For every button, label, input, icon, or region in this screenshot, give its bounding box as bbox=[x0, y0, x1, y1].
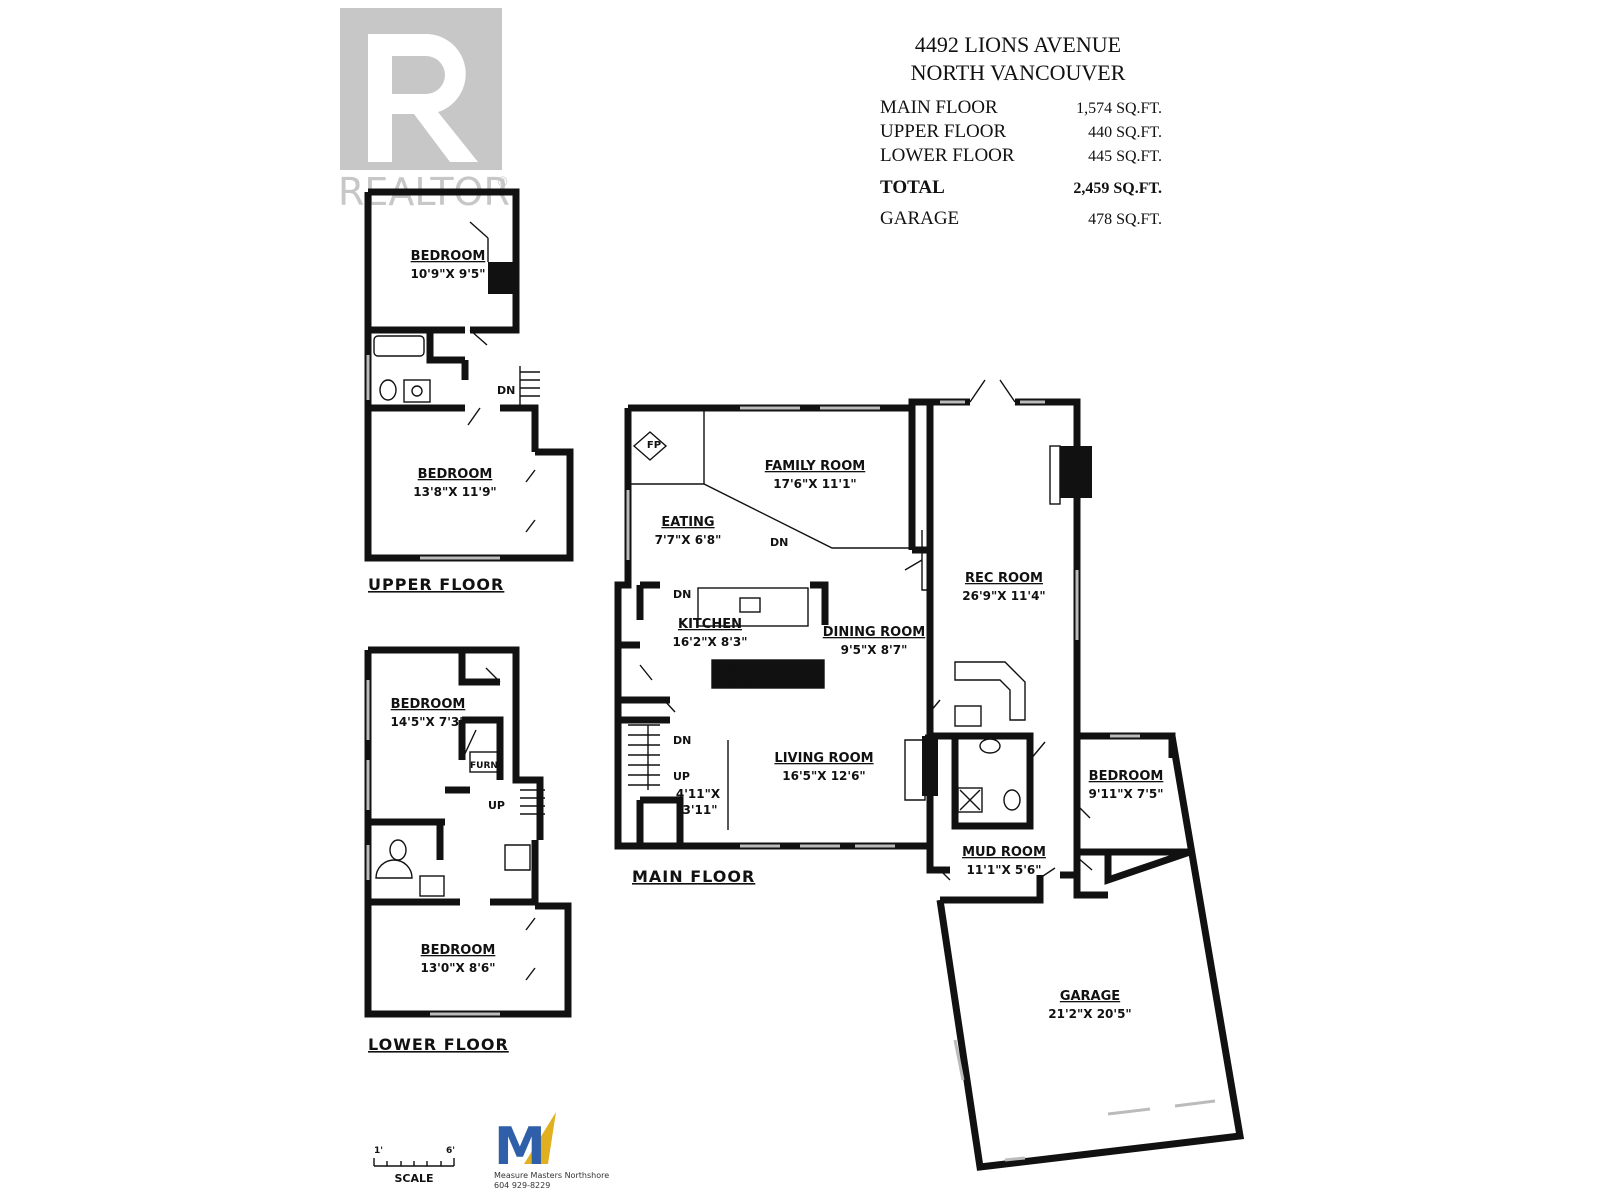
area-label: LOWER FLOOR bbox=[880, 145, 1015, 166]
room-name: FAMILY ROOM bbox=[765, 459, 865, 474]
room-dimensions: 17'6"X 11'1" bbox=[773, 477, 856, 491]
room-name: BEDROOM bbox=[421, 943, 496, 958]
room-name: GARAGE bbox=[1060, 989, 1120, 1004]
main-floor-plan bbox=[614, 379, 1245, 1171]
svg-text:6': 6' bbox=[446, 1146, 455, 1156]
room-name: DINING ROOM bbox=[823, 625, 925, 640]
area-label: UPPER FLOOR bbox=[880, 121, 1006, 142]
area-value: 440 SQ.FT. bbox=[1088, 124, 1162, 141]
area-value: 1,574 SQ.FT. bbox=[1076, 100, 1162, 117]
svg-text:1': 1' bbox=[374, 1146, 383, 1156]
room-dimensions: 13'8"X 11'9" bbox=[413, 485, 496, 499]
room-name: BEDROOM bbox=[1089, 769, 1164, 784]
fireplace-label: FP bbox=[647, 440, 661, 451]
room-name: BEDROOM bbox=[418, 467, 493, 482]
room-dimensions: 14'5"X 7'3" bbox=[390, 715, 465, 729]
company-phone: 604 929-8229 bbox=[494, 1181, 550, 1190]
stair-up-label: UP bbox=[673, 770, 690, 783]
room-dimensions: 16'2"X 8'3" bbox=[672, 635, 747, 649]
furnace-label: FURN bbox=[470, 761, 498, 771]
lower-floor-title: LOWER FLOOR bbox=[368, 1035, 509, 1054]
total-value: 2,459 SQ.FT. bbox=[1073, 180, 1162, 197]
company-mark: M bbox=[494, 1117, 546, 1177]
room-dimensions: 11'1"X 5'6" bbox=[966, 863, 1041, 877]
stair-down-label: DN bbox=[673, 734, 691, 747]
room-dimensions: 9'11"X 7'5" bbox=[1088, 787, 1163, 801]
room-dimensions: 16'5"X 12'6" bbox=[782, 769, 865, 783]
upper-floor-plan bbox=[364, 188, 574, 562]
main-floor-title: MAIN FLOOR bbox=[632, 867, 755, 886]
room-name: BEDROOM bbox=[391, 697, 466, 712]
room-name: LIVING ROOM bbox=[774, 751, 873, 766]
room-name: REC ROOM bbox=[965, 571, 1043, 586]
stair-up-label: UP bbox=[488, 799, 505, 812]
measure-masters-logo: M Measure Masters Northshore 604 929-822… bbox=[494, 1112, 609, 1190]
room-dimensions: 7'7"X 6'8" bbox=[655, 533, 722, 547]
area-label: MAIN FLOOR bbox=[880, 97, 998, 118]
lower-floor-plan bbox=[364, 646, 572, 1018]
area-label: GARAGE bbox=[880, 208, 959, 229]
room-name: EATING bbox=[661, 515, 714, 530]
stair-down-label: DN bbox=[497, 384, 515, 397]
property-header: 4492 LIONS AVENUE NORTH VANCOUVER MAIN F… bbox=[880, 32, 1162, 229]
area-value: 445 SQ.FT. bbox=[1088, 148, 1162, 165]
room-dimensions: 13'0"X 8'6" bbox=[420, 961, 495, 975]
room-dimensions: 10'9"X 9'5" bbox=[410, 267, 485, 281]
realtor-logo: REALTOR ® bbox=[338, 8, 510, 214]
scale-bar: 1' 6' SCALE bbox=[373, 1146, 455, 1185]
room-name: MUD ROOM bbox=[962, 845, 1046, 860]
closet-dimensions: 4'11"X bbox=[676, 787, 721, 801]
stair-down-label: DN bbox=[673, 588, 691, 601]
scale-label: SCALE bbox=[394, 1172, 433, 1185]
address-line-1: 4492 LIONS AVENUE bbox=[915, 32, 1121, 57]
total-label: TOTAL bbox=[880, 177, 945, 198]
stair-down-label: DN bbox=[770, 536, 788, 549]
room-dimensions: 21'2"X 20'5" bbox=[1048, 1007, 1131, 1021]
company-name: Measure Masters Northshore bbox=[494, 1171, 609, 1180]
upper-floor-title: UPPER FLOOR bbox=[368, 575, 504, 594]
room-name: BEDROOM bbox=[411, 249, 486, 264]
svg-text:®: ® bbox=[496, 175, 509, 190]
area-value: 478 SQ.FT. bbox=[1088, 211, 1162, 228]
room-name: KITCHEN bbox=[678, 617, 742, 632]
room-dimensions: 26'9"X 11'4" bbox=[962, 589, 1045, 603]
closet-dimensions: 3'11" bbox=[683, 803, 718, 817]
room-dimensions: 9'5"X 8'7" bbox=[841, 643, 908, 657]
address-line-2: NORTH VANCOUVER bbox=[911, 60, 1126, 85]
